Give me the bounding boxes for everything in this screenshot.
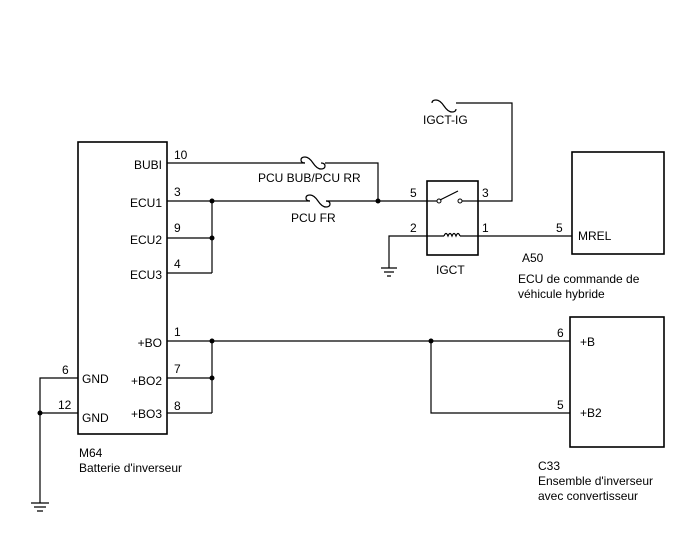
ground-icon-igct: [381, 267, 397, 277]
c33-pin-label-b2: +B2: [580, 406, 602, 420]
pin-num-bo: 1: [174, 325, 181, 339]
wire-igct-ground: [388, 235, 427, 268]
fuse-igct-ig-icon: [431, 99, 513, 202]
fuse-pcu-fr-label: PCU FR: [291, 211, 336, 225]
m64-code: M64: [79, 446, 103, 460]
a50-name-line1: ECU de commande de: [518, 272, 640, 286]
c33-inverter-box: [569, 316, 665, 448]
pin-label-gnd6: GND: [82, 372, 109, 386]
junction-bo: [209, 338, 215, 344]
wire-ecu-bus: [167, 198, 427, 274]
fuse-igct-ig-label: IGCT-IG: [423, 113, 468, 127]
igct-name: IGCT: [436, 263, 465, 277]
c33-pin-label-b: +B: [580, 335, 595, 349]
junction-ecu1: [209, 198, 215, 204]
c33-pin-num-b: 6: [557, 326, 564, 340]
a50-code: A50: [522, 251, 544, 265]
wire-bo-bus: [167, 338, 570, 414]
pin-label-ecu1: ECU1: [130, 196, 162, 210]
a50-name-line2: véhicule hybride: [518, 287, 605, 301]
m64-name: Batterie d'inverseur: [79, 461, 182, 475]
pin-label-bubi: BUBI: [134, 158, 162, 172]
pin-num-ecu2: 9: [174, 221, 181, 235]
pin-num-gnd6: 6: [62, 363, 69, 377]
wire-gnd6: [39, 377, 78, 503]
fuse-pcu-bub-icon: [300, 156, 326, 170]
junction-bubi-ecu1: [375, 198, 381, 204]
pin-num-bo3: 8: [174, 399, 181, 413]
pin-label-bo: +BO: [138, 336, 162, 350]
pin-label-ecu2: ECU2: [130, 233, 162, 247]
fuse-pcu-bub-label: PCU BUB/PCU RR: [258, 171, 361, 185]
igct-pin-2: 2: [410, 221, 417, 235]
igct-pin-5: 5: [410, 186, 417, 200]
junction-gnd: [37, 410, 43, 416]
m64-battery-box: [77, 141, 168, 435]
igct-coil-icon: [427, 232, 478, 238]
junction-b: [428, 338, 434, 344]
pin-num-ecu1: 3: [174, 185, 181, 199]
a50-pin-label: MREL: [578, 229, 612, 243]
c33-pin-num-b2: 5: [557, 398, 564, 412]
a50-pin-num: 5: [556, 221, 563, 235]
pin-label-ecu3: ECU3: [130, 268, 162, 282]
a50-ecu-box: [571, 151, 665, 255]
igct-pin-1: 1: [482, 221, 489, 235]
pin-label-gnd12: GND: [82, 411, 109, 425]
pin-label-bo2: +BO2: [131, 374, 162, 388]
igct-relay-box: [426, 180, 479, 256]
junction-bo2: [209, 375, 215, 381]
c33-name-line1: Ensemble d'inverseur: [538, 474, 653, 488]
fuse-pcu-fr-icon: [305, 194, 331, 208]
pin-num-ecu3: 4: [174, 257, 181, 271]
wire-b2: [430, 341, 570, 414]
pin-num-bo2: 7: [174, 362, 181, 376]
igct-switch-icon: [427, 190, 478, 204]
igct-pin-3: 3: [482, 186, 489, 200]
junction-ecu2: [209, 235, 215, 241]
pin-num-gnd12: 12: [58, 398, 72, 412]
ground-icon-battery: [31, 502, 49, 512]
pin-label-bo3: +BO3: [131, 407, 162, 421]
wire-bubi: [167, 162, 379, 201]
c33-code: C33: [538, 459, 560, 473]
c33-name-line2: avec convertisseur: [538, 489, 638, 503]
pin-num-bubi: 10: [174, 148, 188, 162]
